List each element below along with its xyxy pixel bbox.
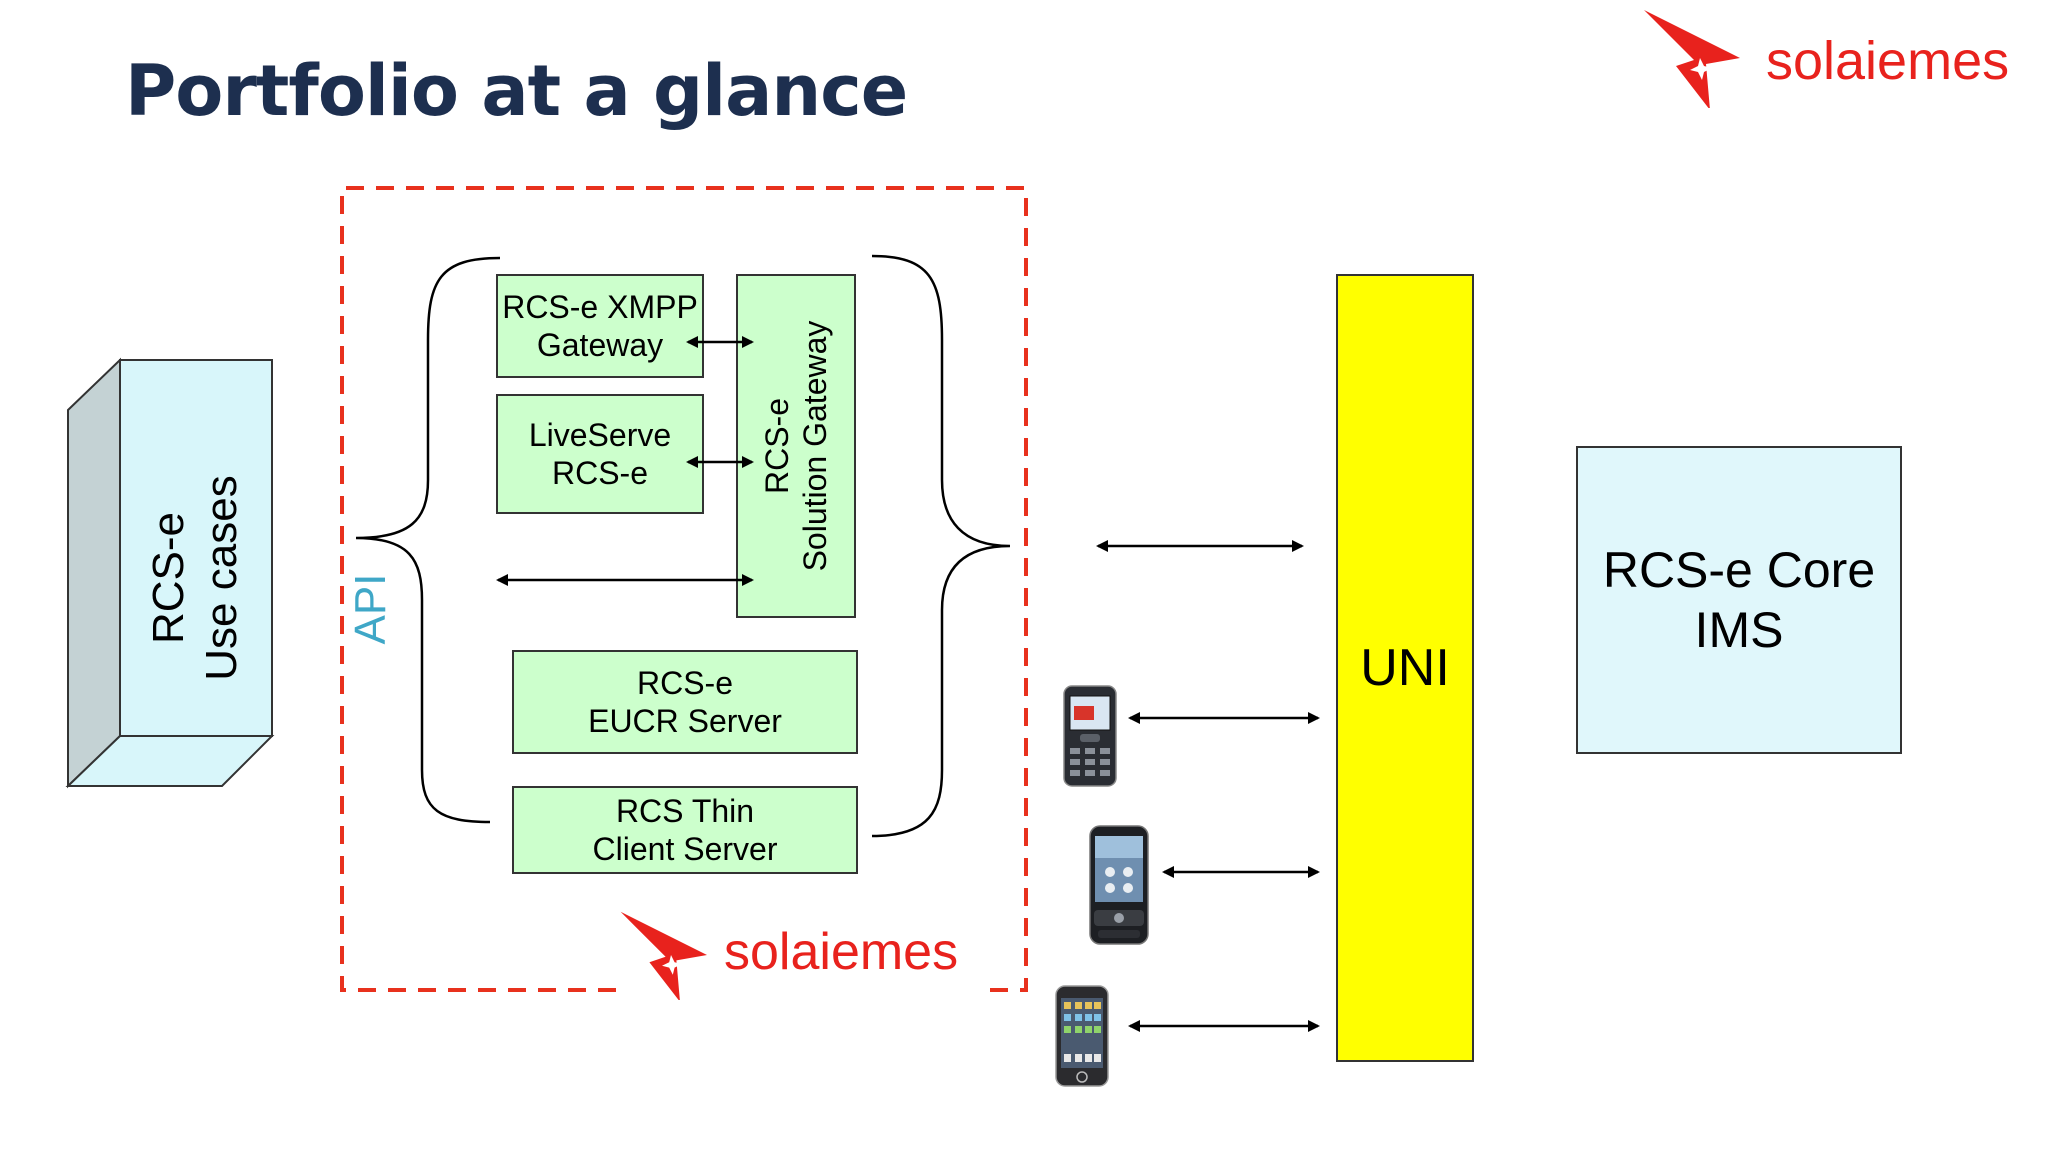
uni-bar: UNI — [1336, 274, 1474, 1062]
brand-logo-bottom: solaiemes — [616, 910, 1016, 1000]
iphone-icon — [1055, 985, 1109, 1087]
thin-client-line1: RCS Thin — [615, 792, 755, 829]
xmpp-gateway-line2: Gateway — [536, 327, 664, 363]
brand-name-bottom: solaiemes — [724, 923, 959, 981]
liveserve-line2: RCS-e — [551, 455, 648, 491]
xmpp-gateway-line1: RCS-e XMPP — [502, 288, 698, 325]
eucr-server-box: RCS-e EUCR Server — [512, 650, 858, 754]
thin-client-line2: Client Server — [592, 831, 778, 867]
liveserve-box: LiveServe RCS-e — [496, 394, 704, 514]
feature-phone-icon — [1063, 685, 1117, 787]
solution-gateway-box — [736, 274, 856, 618]
uni-label: UNI — [1360, 638, 1450, 697]
eucr-server-line1: RCS-e — [636, 664, 733, 701]
rcs-core-line2: IMS — [1694, 602, 1784, 658]
slide-title: Portfolio at a glance — [125, 50, 908, 132]
rcs-core-line1: RCS-e Core — [1602, 542, 1876, 598]
rcs-core-box: RCS-e Core IMS — [1576, 446, 1902, 754]
brand-name-top: solaiemes — [1766, 31, 2010, 91]
liveserve-line1: LiveServe — [528, 416, 672, 453]
brand-star-icon-small — [620, 911, 707, 1000]
thin-client-box: RCS Thin Client Server — [512, 786, 858, 874]
android-phone-icon — [1089, 825, 1149, 945]
brand-star-icon — [1644, 10, 1740, 108]
xmpp-gateway-box: RCS-e XMPP Gateway — [496, 274, 704, 378]
brand-logo-top: solaiemes — [1640, 8, 2040, 108]
eucr-server-line2: EUCR Server — [588, 703, 782, 739]
